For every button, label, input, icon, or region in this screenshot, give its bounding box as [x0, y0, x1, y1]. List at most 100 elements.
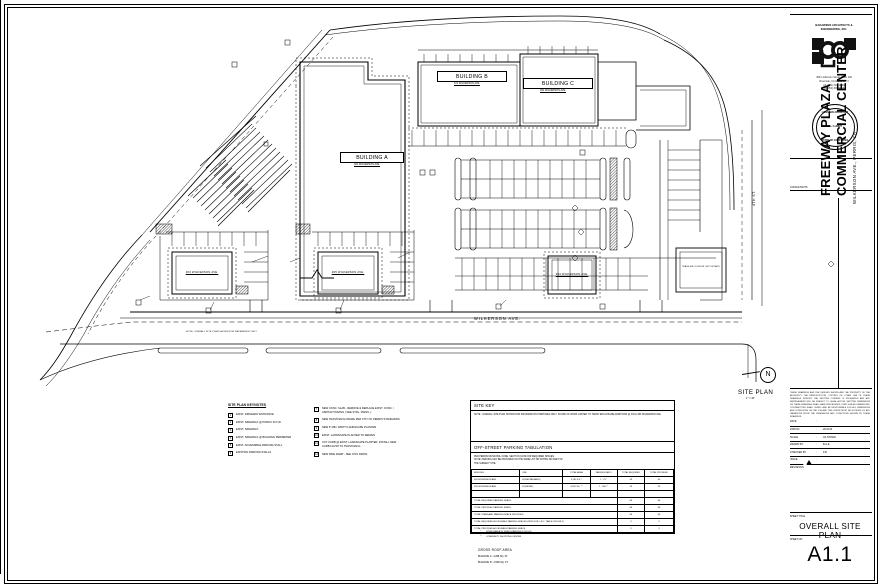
keynotes-column-left: 1 EXIST. DRIVEWAY ENTRANCE 2 EXIST. SIDE…	[228, 412, 310, 459]
project-title-line2: COMMERCIAL CENTER	[834, 46, 849, 196]
cell-blank	[589, 490, 618, 499]
col-use: USE	[519, 469, 564, 477]
data-key: DRAWN BY	[790, 443, 804, 447]
building-c-address: 391 WILKERSON AVE.	[540, 89, 566, 92]
cell-provided: 26	[643, 483, 675, 492]
sheet-number-label: SHEET NO.	[790, 538, 803, 541]
north-arrow-icon: N	[760, 367, 776, 383]
keynote-item: 2 EXIST. SIDEWALK @ PUBLIC R.O.W.	[228, 420, 310, 426]
keynote-number: 9	[314, 425, 319, 431]
col-required: TOTAL REQUIRED	[616, 469, 645, 477]
footnote-mark: **	[480, 535, 482, 538]
cell-summary-required: 83	[616, 511, 645, 520]
site-key-title: SITE KEY	[471, 401, 674, 412]
data-value: F.B.	[823, 450, 828, 454]
cell-summary-label: TOTAL REQUIRED ACCESSIBLE PARKING SPACES…	[471, 518, 618, 527]
data-row: SCALE : AS NOTED	[790, 434, 870, 442]
cell-summary-provided: 86	[643, 504, 675, 513]
data-colon: :	[816, 420, 817, 424]
parking-table: BUILDING USE TOTAL AREA PARKING RATIO TO…	[470, 469, 675, 534]
footnote-text: COMMUNITY SHOPPING CENTER	[486, 535, 522, 538]
firm-address-line1: 4544 Jefferson Street, Suite 100	[816, 76, 852, 79]
site-plan-scale: 1" = 40'	[746, 397, 755, 400]
keynotes-legend: SITE PLAN KEYNOTES 1 EXIST. DRIVEWAY ENT…	[228, 403, 400, 458]
data-colon: :	[816, 458, 817, 462]
cell-use: B (RESTAURANT)	[519, 475, 564, 485]
keynote-number: 5	[228, 443, 233, 449]
firm-fax: fx. (951) 300-9868	[823, 87, 845, 91]
firm-logo-icon	[812, 38, 856, 68]
keynote-item: 3 EXIST. SIDEWALK	[228, 427, 310, 433]
parking-note-line2: NOTE: PARKING MAY BE PROVIDED ON THE SAM…	[474, 459, 563, 462]
revision-triangle-icon	[806, 460, 812, 465]
data-row: CHECKED BY : F.B.	[790, 449, 870, 457]
keynote-item: 11 CUT CURB @ EXIST. LANDSCAPE PLANTER, …	[314, 440, 402, 448]
keynote-text: CUT CURB @ EXIST. LANDSCAPE PLANTER, INS…	[322, 441, 397, 448]
data-colon: :	[816, 435, 817, 439]
cell-required: 26	[616, 483, 645, 492]
street-label-4th: 4TH ST.	[752, 190, 756, 206]
cell-building: 303 WILKERSON AVE.	[470, 475, 521, 485]
cell-summary-provided: 83	[643, 511, 675, 520]
keynote-text: EXIST. SIDEWALK	[236, 428, 259, 432]
cell-summary-label: TOTAL REQUIRED PARKING SPACE	[471, 497, 618, 506]
table-row: 303 WILKERSON AVE. B (RESTAURANT) 3,182 …	[470, 475, 675, 485]
sheet-number-value: A1.1	[807, 543, 853, 566]
legal-notice: THESE DRAWINGS AND THE DESIGNS SHOWN ARE…	[790, 392, 870, 418]
project-address-text: WILKERSON AVE., PERRIS, CA	[852, 131, 857, 204]
table-summary-row: TOTAL REQUIRED PARKING SPACE 69 86	[471, 497, 675, 506]
cell-summary-label: TOTAL STANDARD PARKING SPACE PROVIDED	[471, 511, 618, 520]
project-title-line1: FREEWAY PLAZA	[818, 83, 833, 196]
cell-summary-provided: 86	[643, 497, 675, 506]
cell-blank	[562, 490, 591, 499]
footnote-text: DINING AREA W/ FREE-STANDING 2,118 S.F.	[486, 531, 532, 533]
keynote-text: EXISTING PARKING STALLS	[236, 451, 272, 455]
table-row-blank	[470, 490, 675, 499]
overall-plan-note: NOTE: OVERALL SITE PLAN SHOWN FOR REFERE…	[186, 331, 258, 333]
gross-roof-area-title: GROSS ROOF AREA	[478, 548, 512, 552]
keynote-item: 8 NEW TRASH ENCLOSURE PER CITY OF PERRIS…	[314, 417, 402, 423]
project-data-table: DATE : JOB NO. : 20-0134 SCALE : AS NOTE…	[790, 419, 870, 471]
cell-ratio: 1 : 250 **	[589, 483, 618, 492]
cell-ratio: 1 : 75 *	[589, 475, 618, 485]
table-row: 393 WILKERSON AVE. B (RETAIL) 3,182 S.F.…	[470, 483, 675, 492]
cell-summary-required: 3	[616, 525, 645, 534]
data-key: REVISIONS	[790, 465, 804, 469]
keynote-number: 6	[228, 450, 233, 456]
title-block	[0, 0, 89, 574]
sheet-title-label: SHEET TITLE	[790, 515, 806, 518]
tb-rule-sheet-title	[790, 512, 872, 513]
cell-blank	[616, 490, 645, 499]
keynote-item: 5 EXIST. ACCESSIBLE PARKING STALL	[228, 443, 310, 449]
gross-roof-area-block: GROSS ROOF AREA BUILDING A : 4,288 SQ. F…	[478, 548, 512, 564]
stamp-top-text: LICENSED ARCHITECT	[821, 111, 849, 114]
building-b-label: BUILDING B	[437, 71, 507, 82]
cell-required: 43	[616, 475, 645, 485]
cell-summary-required: 3	[616, 518, 645, 527]
tb-rule-sheet-no	[790, 535, 872, 536]
cell-blank	[643, 490, 675, 499]
table-summary-row: TOTAL PROVIDED ACCESSIBLE PARKING SPACE …	[471, 525, 675, 534]
pad-building-393-address: 393 WILKERSON AVE.	[555, 272, 589, 276]
site-key-block: SITE KEY NOTE : OVERALL SITE PLAN SHOWN …	[470, 400, 675, 535]
tb-rule-logo	[790, 158, 872, 159]
col-building: BUILDING	[470, 469, 521, 477]
keynote-text: NEW SIDE RAMP - SEE CIVIL DWGS.	[322, 452, 368, 456]
col-ratio: PARKING RATIO	[589, 469, 618, 477]
table-header-row: BUILDING USE TOTAL AREA PARKING RATIO TO…	[470, 469, 675, 477]
data-row: JOB NO. : 20-0134	[790, 427, 870, 435]
cell-area: 3,182 S.F. *	[562, 475, 591, 485]
firm-name: BADAWEEN ARCHITECTS & ENGINEERING, INC.	[815, 24, 853, 31]
firm-address-line2: Riverside, CA 92501-1773	[819, 79, 849, 83]
building-b-address: 371 WILKERSON AVE.	[454, 82, 480, 85]
firm-address: 4544 Jefferson Street, Suite 100 Riversi…	[806, 76, 862, 91]
keynotes-title: SITE PLAN KEYNOTES	[228, 403, 267, 407]
keynote-text: NEW TRASH ENCLOSURE PER CITY OF PERRIS S…	[322, 418, 400, 422]
keynote-item: 7 NEW CONC. SLAB - REMOVE & REPLACE EXIS…	[314, 406, 402, 414]
keynote-number: 4	[228, 435, 233, 441]
table-summary-row: TOTAL REQUIRED ACCESSIBLE PARKING SPACES…	[471, 518, 675, 527]
data-colon: :	[816, 427, 817, 431]
gross-roof-area-line-b: BUILDING B : 2,598 SQ. FT.	[478, 560, 509, 564]
data-row: REVISIONS	[790, 465, 870, 472]
